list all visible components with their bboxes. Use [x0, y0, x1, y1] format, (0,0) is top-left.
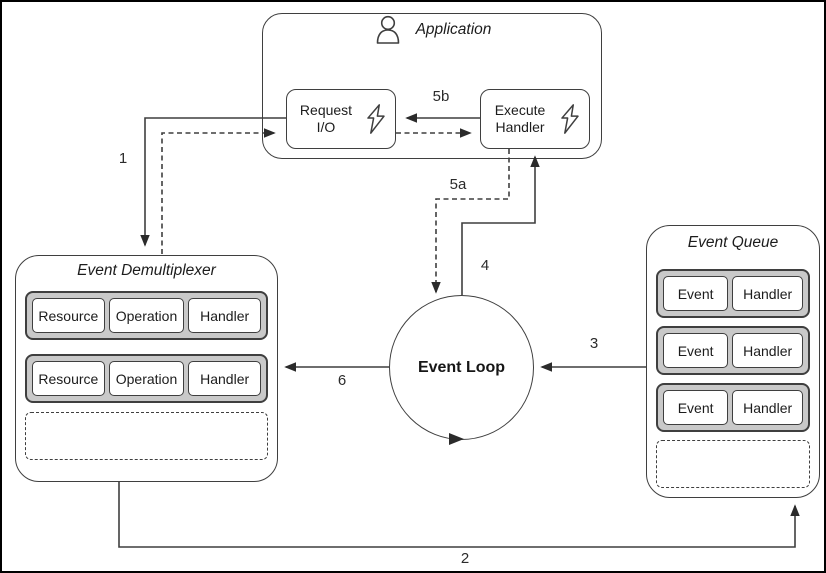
queue-empty-slot: [656, 440, 810, 488]
event-demultiplexer-title: Event Demultiplexer: [77, 262, 216, 279]
application-header: Application: [262, 15, 602, 45]
event-queue-title: Event Queue: [687, 234, 779, 251]
demux-empty-slot: [25, 412, 268, 460]
request-io-label: Request I/O: [299, 102, 353, 135]
application-title: Application: [415, 21, 492, 38]
request-io-box: Request I/O: [286, 89, 396, 149]
demux-cell-operation: Operation: [108, 361, 185, 396]
arrow-demux-to-request-dashed: [161, 128, 276, 254]
arrow-label-6: 6: [337, 372, 347, 389]
loop-direction-arrow-icon: [449, 433, 464, 445]
event-loop-label: Event Loop: [417, 358, 506, 376]
queue-row: Event Handler: [656, 269, 810, 318]
lightning-bolt-icon: [561, 104, 579, 134]
demux-row: Resource Operation Handler: [25, 291, 268, 340]
queue-cell-event: Event: [663, 390, 729, 425]
arrow-label-4: 4: [480, 257, 490, 274]
queue-cell-event: Event: [663, 276, 729, 311]
queue-cell-handler: Handler: [732, 390, 803, 425]
arrow-label-2: 2: [460, 550, 470, 567]
demux-cell-resource: Resource: [32, 298, 105, 333]
arrow-label-1: 1: [118, 150, 128, 167]
queue-row: Event Handler: [656, 326, 810, 375]
execute-handler-box: Execute Handler: [480, 89, 590, 149]
demux-row: Resource Operation Handler: [25, 354, 268, 403]
arrow-4: [461, 155, 540, 295]
demux-cell-resource: Resource: [32, 361, 105, 396]
queue-cell-handler: Handler: [732, 276, 803, 311]
event-loop-circle: Event Loop: [389, 295, 534, 440]
lightning-bolt-icon: [367, 104, 385, 134]
demux-cell-handler: Handler: [188, 298, 261, 333]
queue-cell-handler: Handler: [732, 333, 803, 368]
queue-cell-event: Event: [663, 333, 729, 368]
execute-handler-label: Execute Handler: [494, 102, 546, 135]
queue-row: Event Handler: [656, 383, 810, 432]
arrow-label-3: 3: [589, 335, 599, 352]
arrow-label-5b: 5b: [432, 88, 450, 105]
person-icon: [376, 15, 399, 44]
arrow-label-5a: 5a: [449, 176, 467, 193]
demux-cell-handler: Handler: [188, 361, 261, 396]
demux-cell-operation: Operation: [108, 298, 185, 333]
